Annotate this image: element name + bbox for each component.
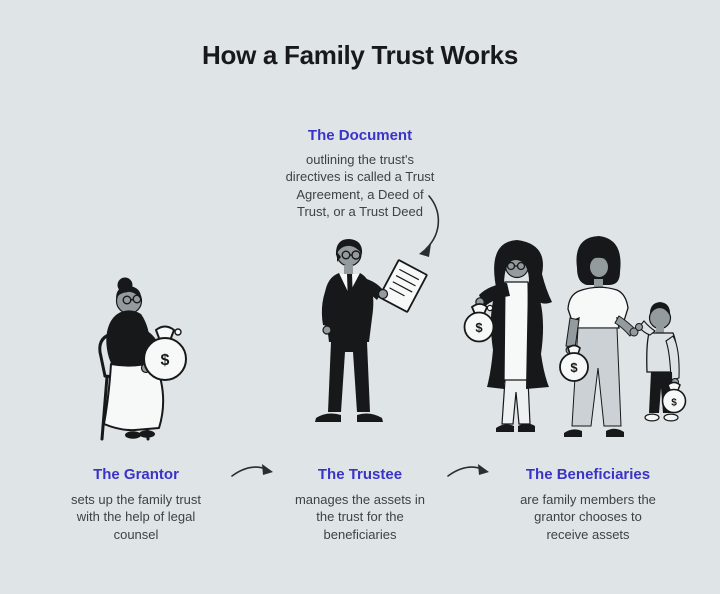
arrow-grantor-to-trustee-icon [231, 464, 273, 477]
trustee-heading: The Trustee [317, 466, 403, 483]
beneficiaries-illustration: $ $ [463, 236, 687, 437]
beneficiaries-heading: The Beneficiaries [525, 466, 651, 483]
trustee-section: The Trustee manages the assets in the tr… [270, 466, 450, 543]
beneficiaries-section: The Beneficiaries are family members the… [498, 466, 678, 543]
grantor-description: sets up the family trust with the help o… [70, 492, 202, 542]
document-heading: The Document [307, 127, 413, 144]
grantor-section: The Grantor sets up the family trust wit… [46, 466, 226, 543]
trustee-figure [315, 239, 428, 422]
beneficiary-child: $ [635, 302, 687, 422]
glasses-icon [122, 294, 142, 305]
trust-document-paper [378, 259, 428, 313]
svg-text:$: $ [161, 352, 170, 369]
document-description: outlining the trust's directives is call… [285, 152, 435, 219]
svg-text:$: $ [570, 360, 578, 375]
trustee-illustration [315, 239, 428, 422]
money-bag-icon: $ [463, 303, 495, 343]
trustee-description: manages the assets in the trust for the … [294, 492, 426, 542]
beneficiary-woman-coat: $ [463, 240, 552, 432]
money-bag-icon: $ [661, 381, 687, 414]
arrow-trustee-to-beneficiaries-icon [447, 464, 489, 477]
svg-text:$: $ [475, 320, 483, 335]
grantor-heading: The Grantor [93, 466, 179, 483]
beneficiary-woman-bob: $ [559, 236, 639, 437]
money-bag-icon: $ [559, 344, 589, 382]
svg-text:$: $ [671, 398, 677, 409]
glasses-icon [341, 250, 361, 260]
glasses-icon [506, 261, 526, 271]
document-section: The Document outlining the trust's direc… [260, 127, 460, 220]
beneficiaries-description: are family members the grantor chooses t… [520, 492, 656, 542]
arrow-document-to-trustee-icon [419, 195, 440, 257]
money-bag-icon: $ [143, 325, 187, 381]
grantor-illustration: $ [98, 277, 187, 441]
page-title: How a Family Trust Works [202, 40, 518, 70]
grantor-figure [103, 277, 165, 439]
